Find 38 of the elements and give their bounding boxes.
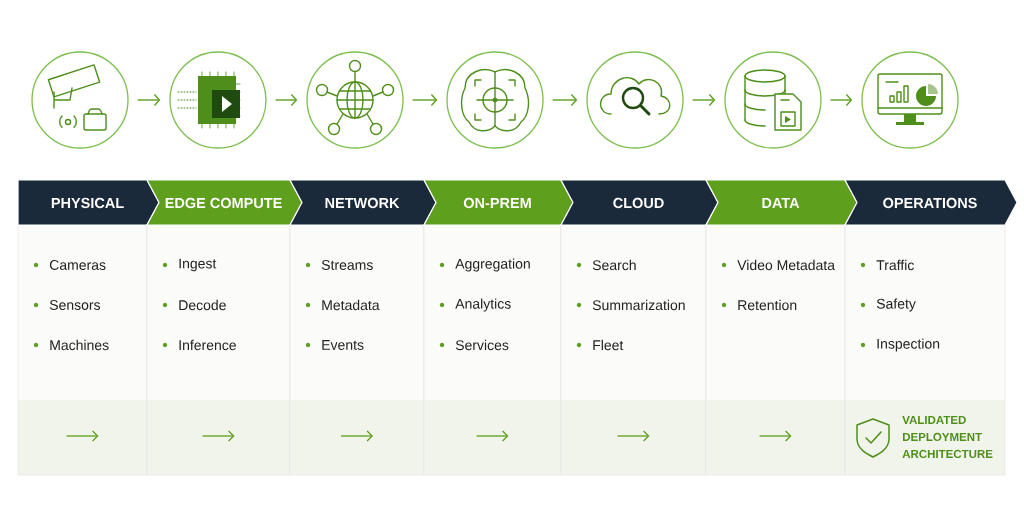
- bullet-item: Streams: [305, 260, 373, 270]
- chevron-header: NETWORK: [289, 179, 437, 226]
- bullet-item: Ingest: [162, 258, 217, 272]
- bullet-item: Retention: [721, 299, 797, 311]
- bullet-item: Safety: [860, 298, 916, 312]
- arrow: [136, 93, 161, 107]
- icon-circle: [306, 51, 404, 149]
- bullet-item: Decode: [162, 299, 226, 311]
- chevron-header: OPERATIONS: [844, 179, 1018, 226]
- arrow: [274, 93, 298, 107]
- chevron-header: CLOUD: [560, 179, 719, 226]
- arrow: [829, 93, 853, 107]
- chevron-header: ON-PREM: [423, 179, 574, 226]
- bullet-item: Events: [305, 340, 364, 350]
- icon-circle: [31, 51, 129, 149]
- bullet-item: Metadata: [305, 299, 380, 311]
- icon-circle: [861, 51, 959, 149]
- chevron-header: DATA: [705, 179, 858, 226]
- chevron-header: EDGE COMPUTE: [146, 179, 303, 226]
- arrow: [411, 93, 438, 107]
- bullet-item: Fleet: [576, 339, 624, 351]
- bullet-item: Services: [439, 339, 509, 351]
- arrow: [551, 93, 578, 107]
- arrow: [691, 93, 716, 107]
- bullet-item: Video Metadata: [721, 259, 835, 271]
- bullet-item: Machines: [33, 339, 109, 351]
- bullet-item: Traffic: [860, 259, 914, 271]
- bullet-item: Aggregation: [439, 258, 530, 272]
- chevron-header: PHYSICAL: [17, 179, 160, 226]
- icon-circle: [446, 51, 544, 149]
- bullet-item: Analytics: [439, 298, 511, 312]
- icon-circle: [586, 51, 684, 149]
- bullet-item: Cameras: [33, 260, 106, 270]
- bullet-item: Search: [576, 259, 636, 271]
- bullet-item: Inspection: [860, 338, 940, 352]
- bullet-item: Summarization: [576, 299, 685, 311]
- bullet-item: Inference: [162, 339, 236, 351]
- bullet-item: Sensors: [33, 300, 101, 310]
